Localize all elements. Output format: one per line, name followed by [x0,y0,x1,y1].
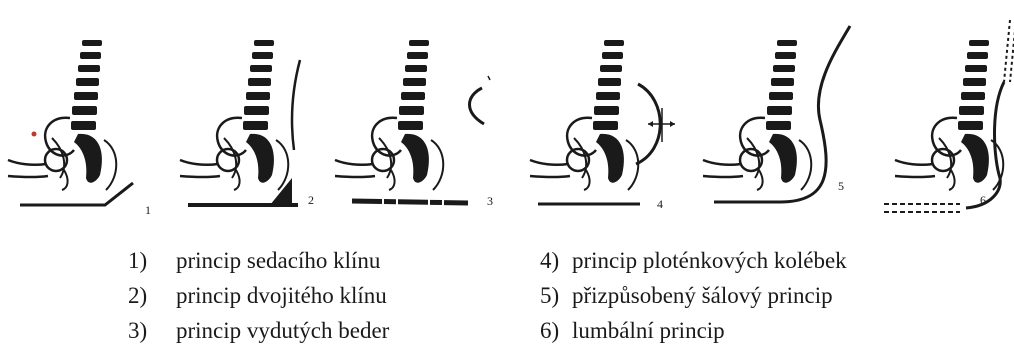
legend-label: princip sedacího klínu [176,243,380,278]
legend-label: lumbální princip [572,313,725,348]
panel-1-figure: 1 [8,40,151,217]
seating-principles-diagram: 1 2 3 4 5 6 [0,0,1014,230]
panel-6-number: 6 [980,193,986,207]
legend-number: 5) [540,278,572,313]
panel-3-figure: 3 [335,40,493,208]
panel-5-number: 5 [838,179,844,193]
marker-dot [32,132,37,137]
legend-item: 2)princip dvojitého klínu [128,278,389,313]
panel-4-figure: 4 [530,40,675,211]
legend-right-column: 4)princip ploténkových kolébek 5)přizpůs… [540,243,847,348]
panel-2-figure: 2 [180,40,314,207]
legend-item: 4)princip ploténkových kolébek [540,243,847,278]
legend-item: 3)princip vydutých beder [128,313,389,348]
panel-1-number: 1 [145,203,151,217]
legend-number: 3) [128,313,176,348]
legend-label: princip ploténkových kolébek [572,243,847,278]
legend-label: princip dvojitého klínu [176,278,387,313]
panel-2-number: 2 [308,193,314,207]
panel-4-number: 4 [657,197,663,211]
legend-item: 6)lumbální princip [540,313,847,348]
panel-3-number: 3 [487,194,493,208]
legend-label: přizpůsobený šálový princip [572,278,833,313]
panel-5-figure: 5 [703,26,850,202]
legend-item: 1)princip sedacího klínu [128,243,389,278]
legend-number: 2) [128,278,176,313]
legend-item: 5)přizpůsobený šálový princip [540,278,847,313]
legend-number: 1) [128,243,176,278]
legend-left-column: 1)princip sedacího klínu 2)princip dvoji… [128,243,389,348]
legend-number: 4) [540,243,572,278]
panel-6-figure: 6 [884,20,1014,212]
legend-label: princip vydutých beder [176,313,389,348]
legend-number: 6) [540,313,572,348]
